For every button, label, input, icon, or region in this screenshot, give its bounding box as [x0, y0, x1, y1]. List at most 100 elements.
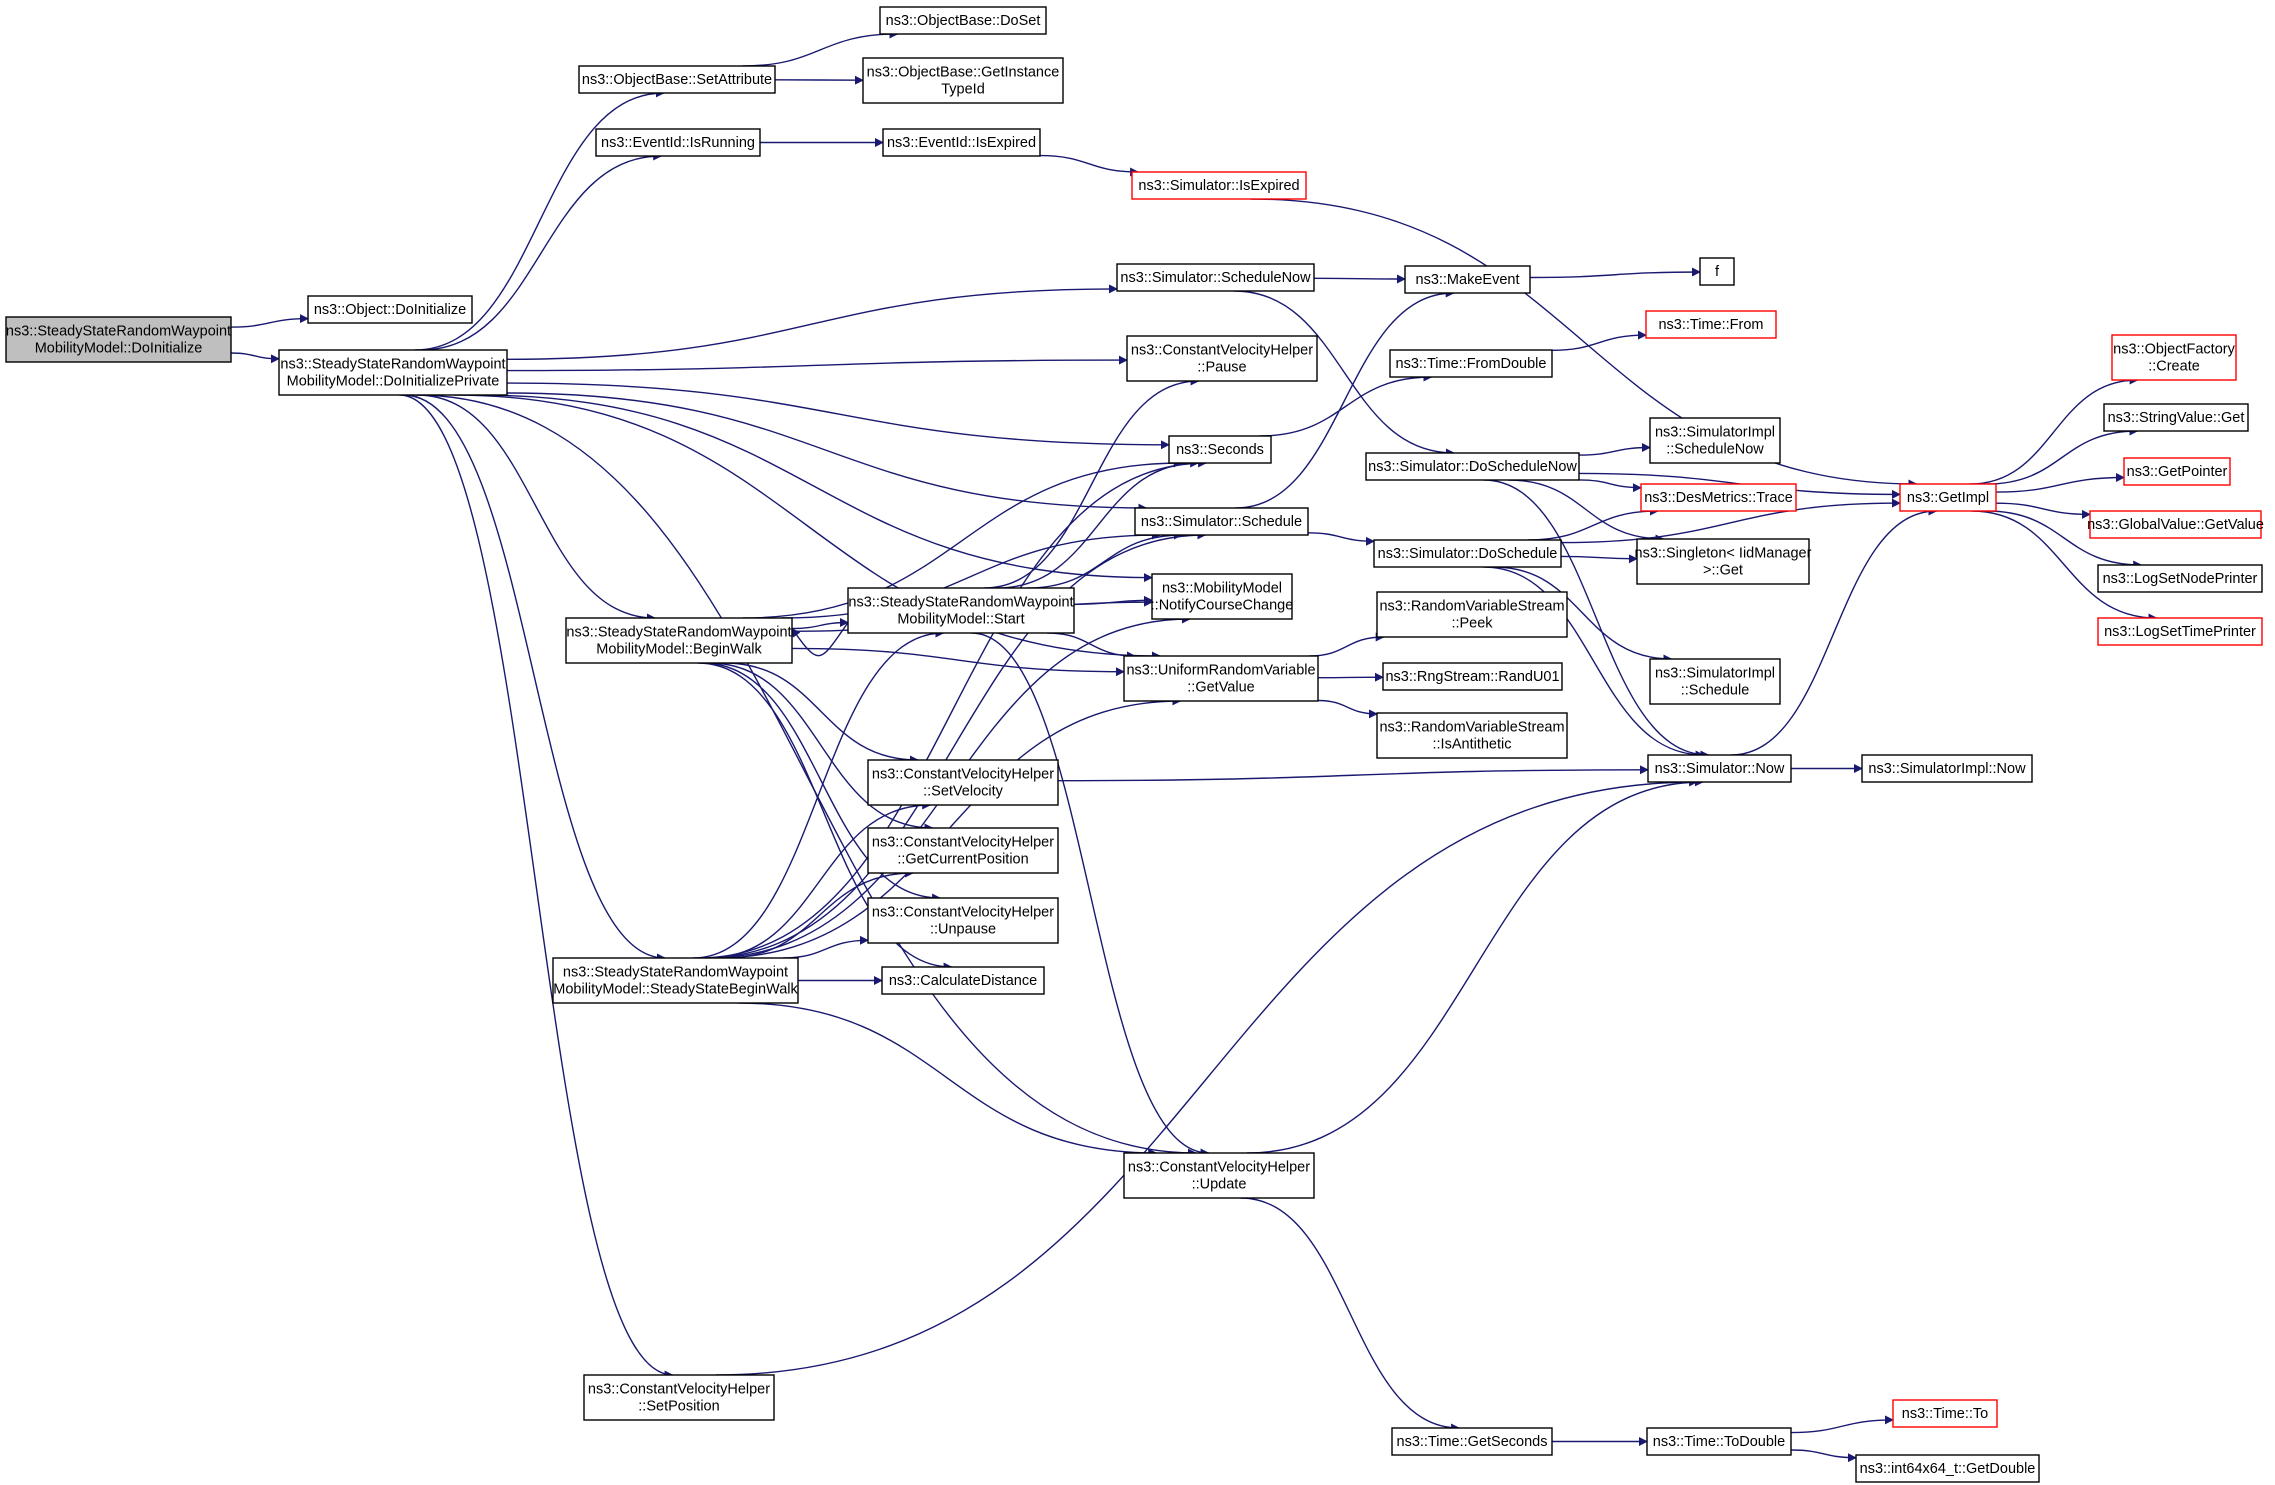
- node-box-simimpl_sched[interactable]: [1649, 658, 1781, 705]
- node-box-root[interactable]: [5, 316, 232, 363]
- node-sim_schednow[interactable]: ns3::Simulator::ScheduleNow: [1116, 263, 1315, 292]
- node-time_todouble[interactable]: ns3::Time::ToDouble: [1646, 1427, 1792, 1456]
- node-ob_doset[interactable]: ns3::ObjectBase::DoSet: [879, 6, 1047, 35]
- node-cvh_update[interactable]: ns3::ConstantVelocityHelper::Update: [1123, 1152, 1315, 1199]
- node-time_from[interactable]: ns3::Time::From: [1645, 310, 1777, 339]
- node-box-getpointer[interactable]: [2123, 457, 2231, 486]
- node-box-seconds[interactable]: [1168, 435, 1272, 464]
- node-box-singleton[interactable]: [1636, 538, 1810, 585]
- node-box-objfactory[interactable]: [2111, 334, 2237, 381]
- node-box-ob_getinst[interactable]: [862, 57, 1064, 104]
- node-box-time_to[interactable]: [1892, 1399, 1998, 1428]
- node-urv_getvalue[interactable]: ns3::UniformRandomVariable::GetValue: [1123, 655, 1319, 702]
- node-cvh_unpause[interactable]: ns3::ConstantVelocityHelper::Unpause: [867, 897, 1059, 944]
- node-box-stringvalue[interactable]: [2103, 403, 2249, 432]
- node-mm_notify[interactable]: ns3::MobilityModel::NotifyCourseChange: [1151, 573, 1294, 620]
- node-box-calcdist[interactable]: [881, 966, 1045, 995]
- node-rvs_isanti[interactable]: ns3::RandomVariableStream::IsAntithetic: [1376, 712, 1568, 759]
- node-time_to[interactable]: ns3::Time::To: [1892, 1399, 1998, 1428]
- node-box-obj_doinit[interactable]: [307, 295, 473, 324]
- node-stringvalue[interactable]: ns3::StringValue::Get: [2103, 403, 2249, 432]
- node-box-cvh_update[interactable]: [1123, 1152, 1315, 1199]
- node-f[interactable]: f: [1699, 257, 1735, 286]
- node-box-sim_dosched[interactable]: [1373, 539, 1562, 568]
- node-box-int64_getdouble[interactable]: [1855, 1454, 2040, 1483]
- node-simimpl_now[interactable]: ns3::SimulatorImpl::Now: [1861, 754, 2033, 783]
- node-doinitpriv[interactable]: ns3::SteadyStateRandomWaypointMobilityMo…: [278, 349, 508, 396]
- node-box-cvh_setvel[interactable]: [867, 759, 1059, 806]
- node-box-cvh_setpos[interactable]: [583, 1374, 775, 1421]
- node-box-sim_dosn[interactable]: [1365, 452, 1580, 481]
- node-ev_isrunning[interactable]: ns3::EventId::IsRunning: [595, 128, 761, 157]
- node-rvs_peek[interactable]: ns3::RandomVariableStream::Peek: [1376, 591, 1568, 638]
- node-box-sim_schednow[interactable]: [1116, 263, 1315, 292]
- node-box-mm_notify[interactable]: [1151, 573, 1293, 620]
- node-simimpl_sn[interactable]: ns3::SimulatorImpl::ScheduleNow: [1649, 417, 1781, 464]
- node-cvh_setvel[interactable]: ns3::ConstantVelocityHelper::SetVelocity: [867, 759, 1059, 806]
- node-box-desmetrics[interactable]: [1640, 483, 1797, 512]
- node-getpointer[interactable]: ns3::GetPointer: [2123, 457, 2231, 486]
- node-box-cvh_pause[interactable]: [1126, 335, 1318, 382]
- node-sim_dosn[interactable]: ns3::Simulator::DoScheduleNow: [1365, 452, 1580, 481]
- node-cvh_setpos[interactable]: ns3::ConstantVelocityHelper::SetPosition: [583, 1374, 775, 1421]
- node-box-cvh_getcur[interactable]: [867, 827, 1059, 874]
- node-lognode[interactable]: ns3::LogSetNodePrinter: [2097, 564, 2263, 593]
- node-box-simimpl_now[interactable]: [1861, 754, 2033, 783]
- node-box-ss_beginwalk[interactable]: [552, 957, 799, 1004]
- node-box-makeevent[interactable]: [1404, 265, 1531, 294]
- node-box-rvs_isanti[interactable]: [1376, 712, 1568, 759]
- node-box-getimpl[interactable]: [1899, 483, 1997, 512]
- node-box-logtime[interactable]: [2097, 617, 2263, 646]
- node-sim_now[interactable]: ns3::Simulator::Now: [1647, 754, 1792, 783]
- node-sim_isexpired[interactable]: ns3::Simulator::IsExpired: [1131, 171, 1307, 200]
- node-beginwalk[interactable]: ns3::SteadyStateRandomWaypointMobilityMo…: [565, 617, 793, 664]
- node-box-ev_isrunning[interactable]: [595, 128, 761, 157]
- node-box-lognode[interactable]: [2097, 564, 2263, 593]
- node-box-ob_doset[interactable]: [879, 6, 1047, 35]
- node-obj_doinit[interactable]: ns3::Object::DoInitialize: [307, 295, 473, 324]
- node-box-ss_start[interactable]: [847, 587, 1075, 634]
- node-box-time_todouble[interactable]: [1646, 1427, 1792, 1456]
- node-ss_start[interactable]: ns3::SteadyStateRandomWaypointMobilityMo…: [847, 587, 1075, 634]
- node-rng_randu01[interactable]: ns3::RngStream::RandU01: [1382, 662, 1563, 691]
- node-globalvalue[interactable]: ns3::GlobalValue::GetValue: [2087, 510, 2264, 539]
- node-singleton[interactable]: ns3::Singleton< IidManager>::Get: [1635, 538, 1812, 585]
- node-box-cvh_unpause[interactable]: [867, 897, 1059, 944]
- node-cvh_getcur[interactable]: ns3::ConstantVelocityHelper::GetCurrentP…: [867, 827, 1059, 874]
- node-box-rvs_peek[interactable]: [1376, 591, 1568, 638]
- node-box-urv_getvalue[interactable]: [1123, 655, 1319, 702]
- node-time_getsec[interactable]: ns3::Time::GetSeconds: [1391, 1427, 1553, 1456]
- node-getimpl[interactable]: ns3::GetImpl: [1899, 483, 1997, 512]
- node-box-sim_schedule[interactable]: [1134, 507, 1309, 536]
- node-ev_isexpired[interactable]: ns3::EventId::IsExpired: [882, 128, 1041, 157]
- node-simimpl_sched[interactable]: ns3::SimulatorImpl::Schedule: [1649, 658, 1781, 705]
- node-time_fromdouble[interactable]: ns3::Time::FromDouble: [1389, 349, 1553, 378]
- node-logtime[interactable]: ns3::LogSetTimePrinter: [2097, 617, 2263, 646]
- node-box-time_getsec[interactable]: [1391, 1427, 1553, 1456]
- node-cvh_pause[interactable]: ns3::ConstantVelocityHelper::Pause: [1126, 335, 1318, 382]
- node-desmetrics[interactable]: ns3::DesMetrics::Trace: [1640, 483, 1797, 512]
- node-seconds[interactable]: ns3::Seconds: [1168, 435, 1272, 464]
- node-box-rng_randu01[interactable]: [1382, 662, 1563, 691]
- node-calcdist[interactable]: ns3::CalculateDistance: [881, 966, 1045, 995]
- node-box-beginwalk[interactable]: [565, 617, 793, 664]
- node-box-time_from[interactable]: [1645, 310, 1777, 339]
- node-box-simimpl_sn[interactable]: [1649, 417, 1781, 464]
- node-box-globalvalue[interactable]: [2089, 510, 2262, 539]
- node-ss_beginwalk[interactable]: ns3::SteadyStateRandomWaypointMobilityMo…: [552, 957, 799, 1004]
- node-int64_getdouble[interactable]: ns3::int64x64_t::GetDouble: [1855, 1454, 2040, 1483]
- node-sim_schedule[interactable]: ns3::Simulator::Schedule: [1134, 507, 1309, 536]
- node-ob_setattr[interactable]: ns3::ObjectBase::SetAttribute: [578, 65, 776, 94]
- node-box-sim_now[interactable]: [1647, 754, 1792, 783]
- node-box-f[interactable]: [1699, 257, 1735, 286]
- node-box-ob_setattr[interactable]: [578, 65, 776, 94]
- node-box-time_fromdouble[interactable]: [1389, 349, 1553, 378]
- node-box-doinitpriv[interactable]: [278, 349, 508, 396]
- node-box-ev_isexpired[interactable]: [882, 128, 1041, 157]
- node-objfactory[interactable]: ns3::ObjectFactory::Create: [2111, 334, 2237, 381]
- node-makeevent[interactable]: ns3::MakeEvent: [1404, 265, 1531, 294]
- node-root[interactable]: ns3::SteadyStateRandomWaypointMobilityMo…: [5, 316, 232, 363]
- node-sim_dosched[interactable]: ns3::Simulator::DoSchedule: [1373, 539, 1562, 568]
- node-box-sim_isexpired[interactable]: [1131, 171, 1307, 200]
